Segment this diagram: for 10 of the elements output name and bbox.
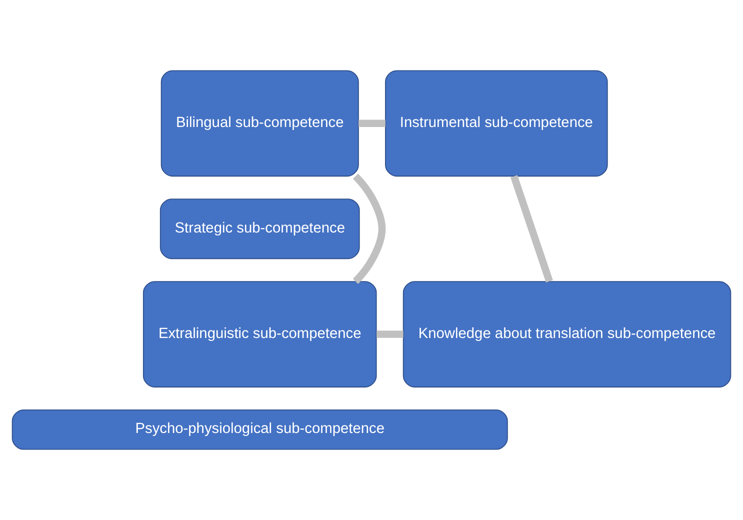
node-box: Knowledge about translation sub-competence — [402, 281, 732, 388]
node-box: Strategic sub-competence — [160, 198, 360, 260]
node-box: Bilingual sub-competence — [160, 70, 359, 177]
connector — [358, 120, 386, 128]
connector — [510, 175, 553, 282]
node-box: Extralinguistic sub-competence — [142, 281, 377, 388]
connector — [376, 330, 404, 338]
connector — [352, 174, 386, 284]
node-box: Psycho-physiological sub-competence — [12, 409, 508, 450]
node-box: Instrumental sub-competence — [385, 70, 608, 177]
